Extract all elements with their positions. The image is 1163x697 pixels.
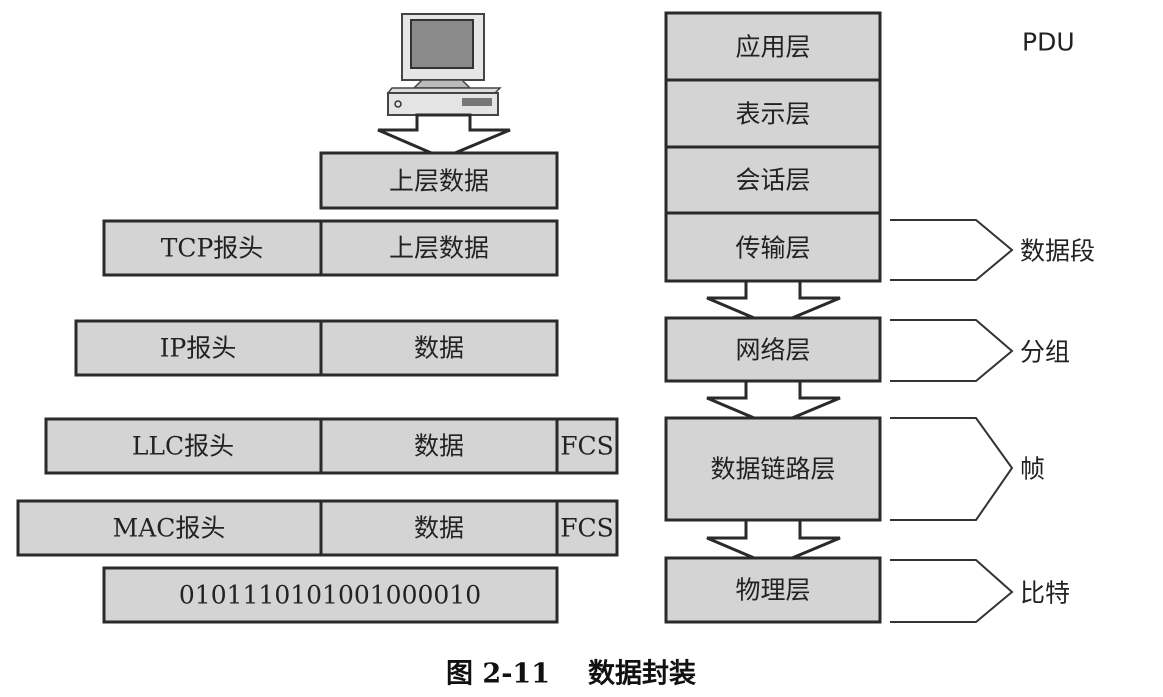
pdu-frame: 帧 (1020, 455, 1045, 484)
llc-frame-row: LLC报头 数据 FCS (44, 417, 619, 475)
tcp-header-label: TCP报头 (161, 234, 264, 263)
down-arrow (706, 379, 841, 428)
session-layer: 会话层 (735, 166, 810, 195)
network-layer: 网络层 (735, 336, 810, 365)
presentation-layer: 表示层 (735, 100, 810, 129)
upper-data-row: 上层数据 (319, 151, 559, 210)
caption-title: 数据封装 (588, 659, 696, 690)
bits-label: 0101110101001000010 (179, 581, 481, 610)
llc-header-label: LLC报头 (132, 432, 234, 461)
bracket (890, 559, 1014, 623)
bracket (890, 219, 1014, 281)
data-label: 数据 (414, 432, 464, 461)
mac-header-label: MAC报头 (113, 514, 226, 543)
fcs-label: FCS (560, 514, 614, 543)
upper-data-label: 上层数据 (389, 234, 489, 263)
ip-packet-row: IP报头 数据 (74, 319, 559, 377)
pdu-segment: 数据段 (1020, 237, 1095, 266)
fcs-label: FCS (560, 432, 614, 461)
osi-stack: 应用层 表示层 会话层 传输层 网络层 数据链路层 物理层 (664, 11, 882, 624)
bracket (890, 417, 1014, 521)
down-arrow (377, 113, 511, 160)
ip-header-label: IP报头 (160, 334, 237, 363)
mac-frame-row: MAC报头 数据 FCS (16, 499, 619, 557)
down-arrow (706, 279, 841, 328)
upper-data-label: 上层数据 (389, 167, 489, 196)
pdu-bits: 比特 (1020, 579, 1070, 608)
transport-layer: 传输层 (735, 234, 810, 263)
caption-number: 图 2-11 (446, 659, 550, 690)
pdu-title: PDU (1022, 28, 1075, 57)
computer-icon (386, 13, 502, 116)
tcp-segment-row: TCP报头 上层数据 (102, 219, 559, 277)
bits-row: 0101110101001000010 (102, 566, 559, 624)
application-layer: 应用层 (735, 33, 810, 62)
pdu-packet: 分组 (1020, 338, 1070, 367)
data-label: 数据 (414, 514, 464, 543)
down-arrow (706, 518, 841, 568)
data-link-layer: 数据链路层 (710, 455, 835, 484)
physical-layer: 物理层 (735, 576, 810, 605)
data-label: 数据 (414, 334, 464, 363)
bracket (890, 319, 1014, 382)
